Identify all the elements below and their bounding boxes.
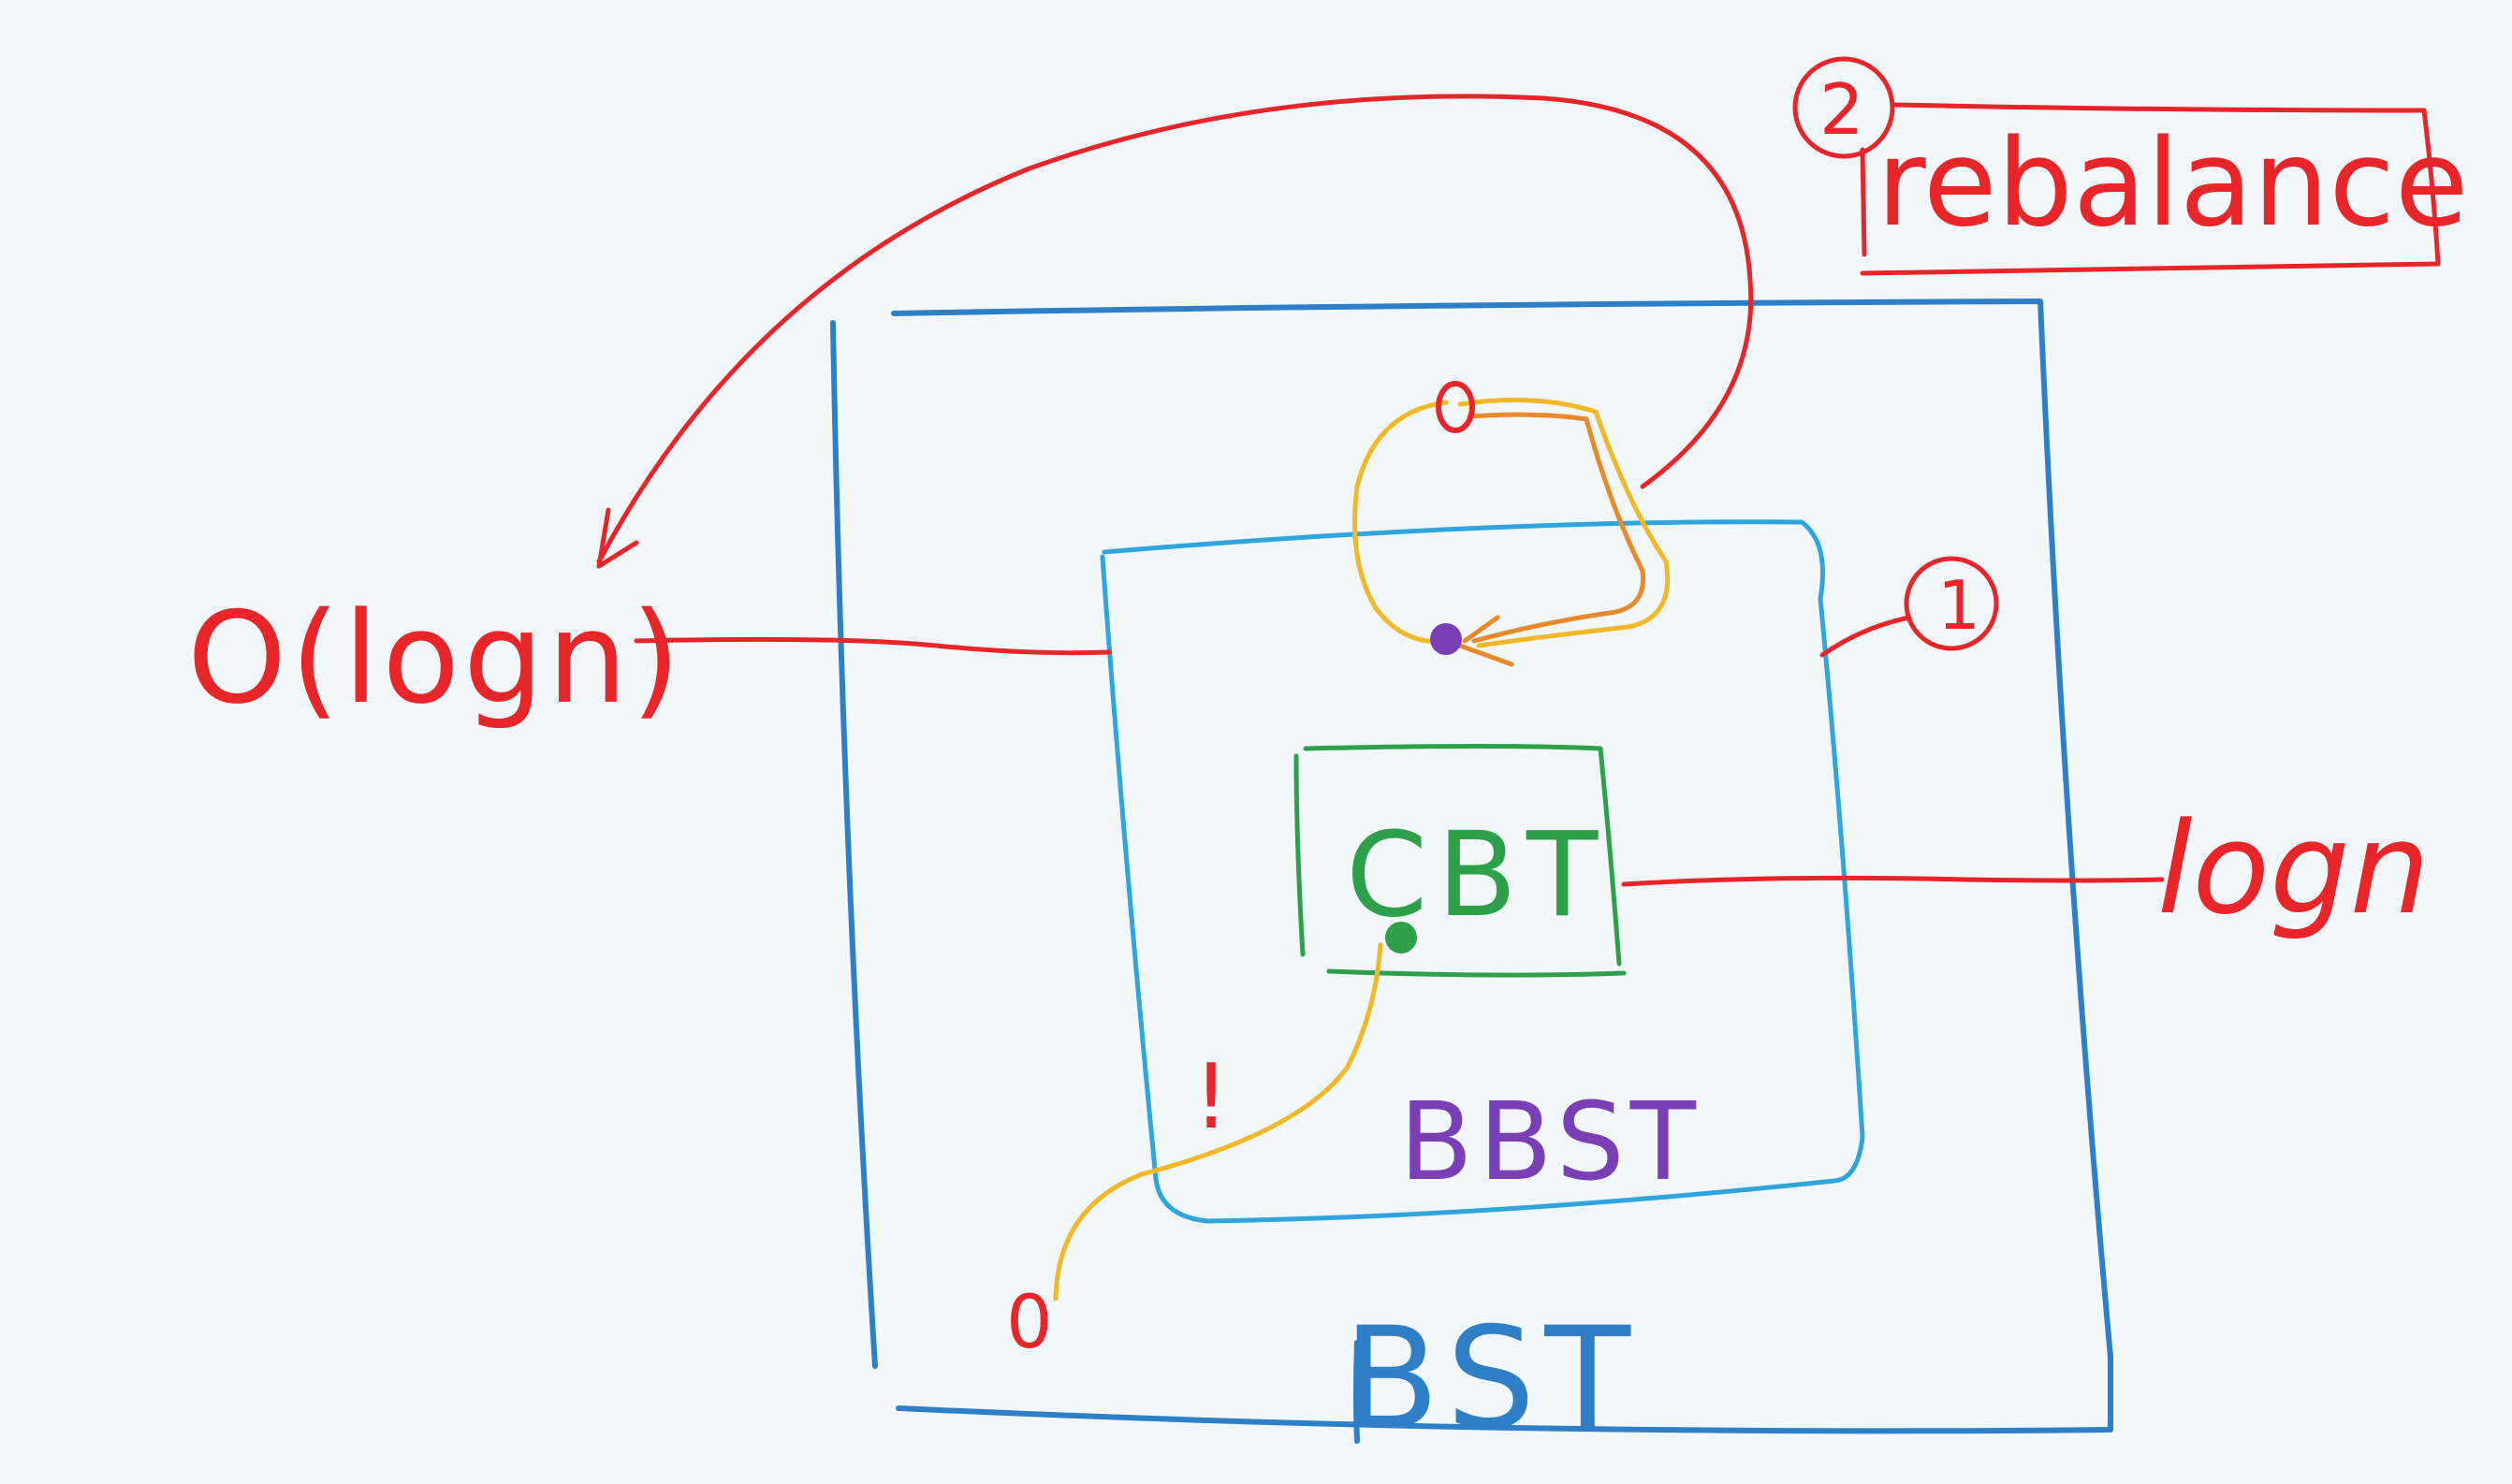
step-two-circle bbox=[1792, 56, 1895, 159]
bst-box bbox=[830, 298, 2113, 1444]
exclamation-mark: ! bbox=[1193, 1046, 1229, 1149]
zero-label: 0 bbox=[1006, 1281, 1053, 1365]
step-two-label: 2 bbox=[1819, 68, 1864, 151]
bbst-box bbox=[1100, 519, 1865, 1224]
cost-height-label: logn bbox=[2157, 795, 2430, 942]
cost-big-o-label: O(logn) bbox=[187, 585, 684, 732]
step-one-label: 1 bbox=[1937, 566, 1980, 645]
rebalance-arrow bbox=[596, 94, 1754, 564]
rebalance-box-left bbox=[1860, 147, 1867, 257]
loop-top-node bbox=[1436, 381, 1475, 433]
loop-purple-node bbox=[1430, 623, 1462, 655]
cbt-label: CBT bbox=[1346, 807, 1607, 943]
descent-path bbox=[1053, 942, 1383, 1302]
cost-big-o-connector bbox=[634, 636, 1112, 656]
cbt-box bbox=[1293, 744, 1627, 978]
step-one-circle bbox=[1904, 556, 1999, 651]
rebalance-arrowhead bbox=[596, 507, 639, 569]
rotation-loop bbox=[1352, 398, 1671, 667]
bbst-label: BBST bbox=[1399, 1080, 1701, 1205]
rebalance-label: rebalance bbox=[1877, 114, 2469, 254]
cost-height-connector bbox=[1621, 875, 2165, 887]
bst-label: BST bbox=[1343, 1298, 1640, 1461]
rebalance-box bbox=[1860, 102, 2441, 276]
cbt-node-dot bbox=[1385, 922, 1417, 953]
step-one-connector bbox=[1819, 615, 1912, 658]
